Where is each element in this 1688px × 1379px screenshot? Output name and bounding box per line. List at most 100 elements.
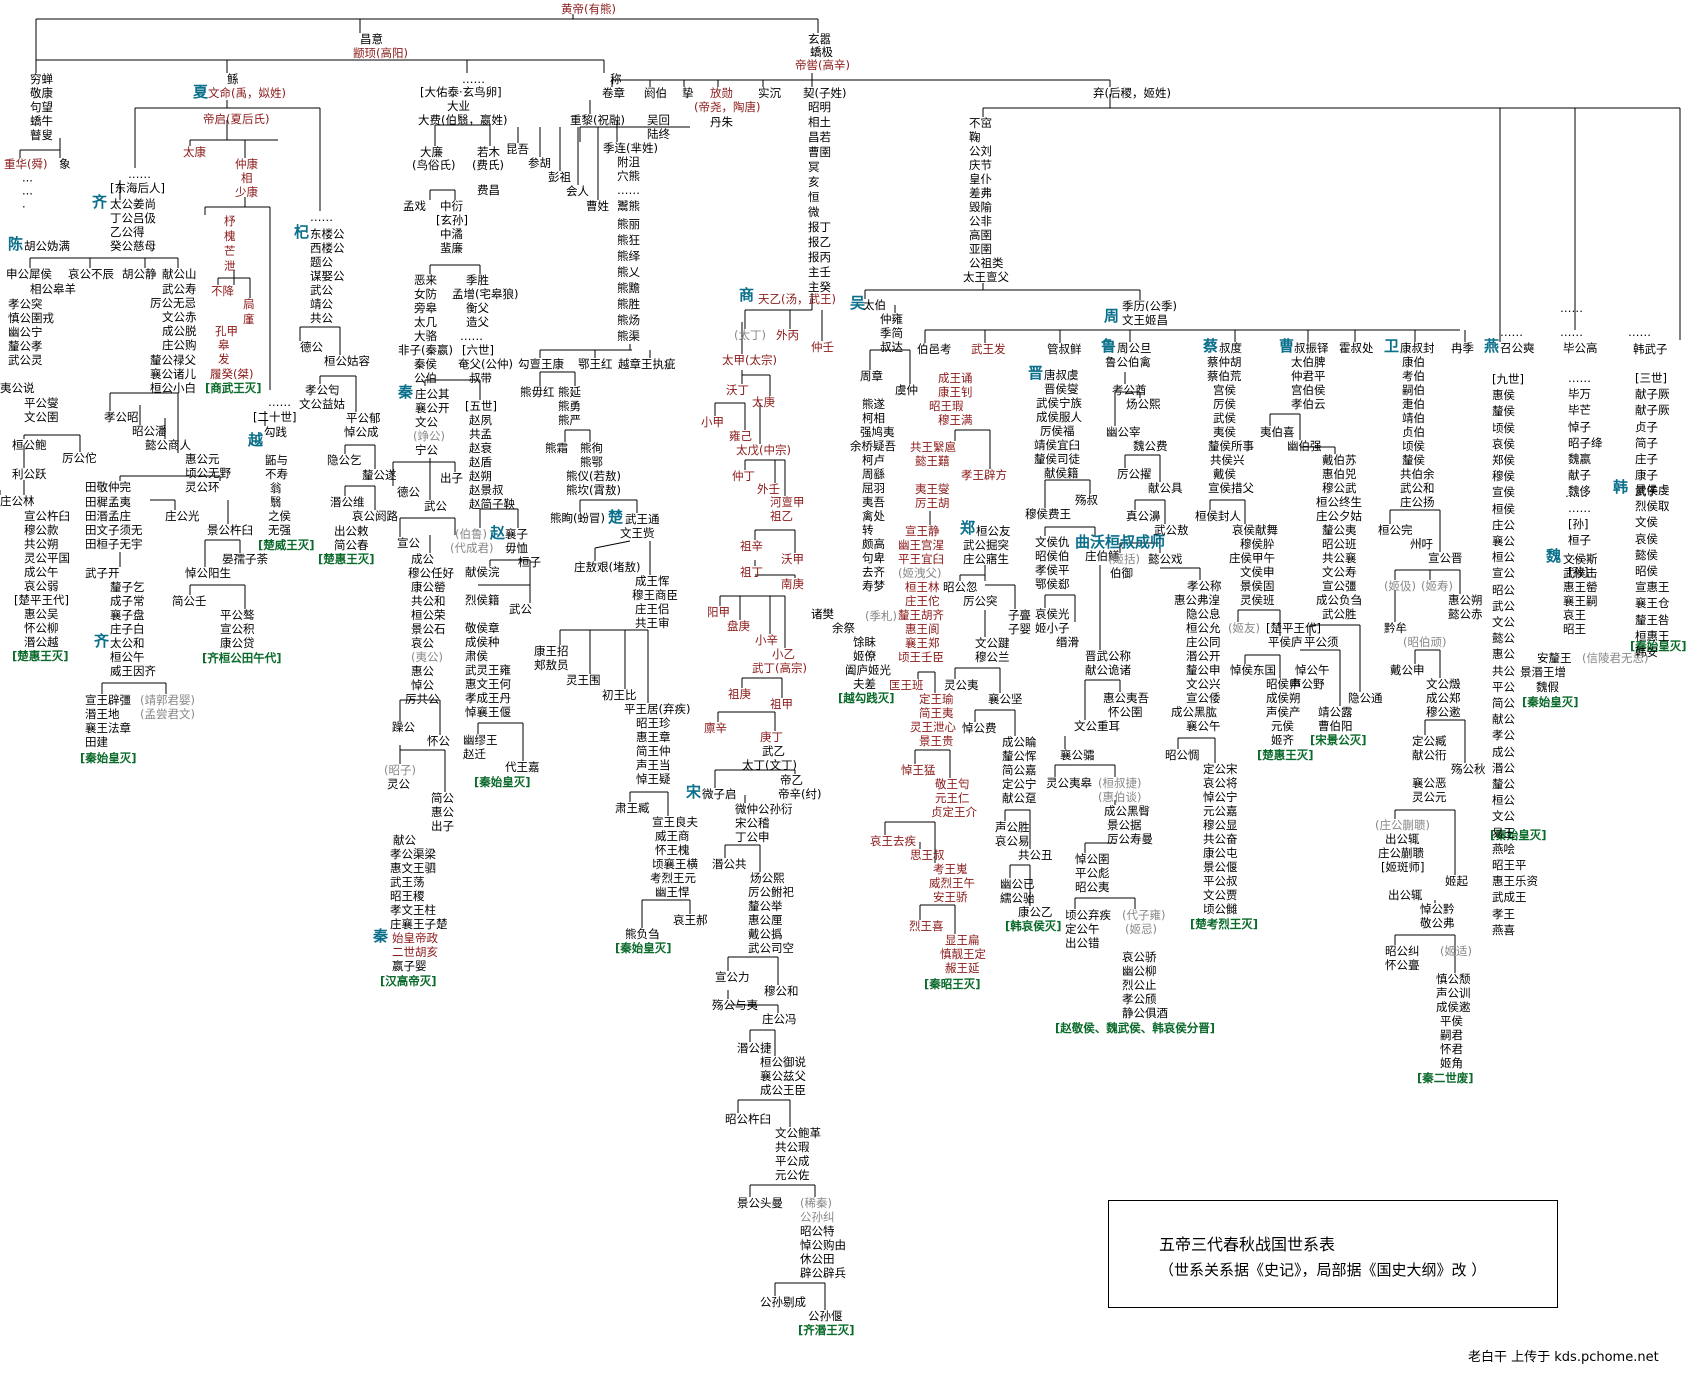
person-node: 穆王商臣 bbox=[632, 588, 678, 602]
person-node: 出公辄 bbox=[1385, 832, 1420, 846]
person-node: 桓公友 bbox=[976, 524, 1011, 538]
person-node: 夷公说 bbox=[0, 381, 35, 395]
person-node: 宣公 bbox=[1492, 566, 1515, 581]
person-node: 釐公 bbox=[1492, 777, 1515, 791]
person-node: 廑 bbox=[243, 312, 255, 326]
person-node: 阖庐姬光 bbox=[845, 663, 891, 677]
person-node: 成公黑肱 bbox=[1171, 705, 1217, 719]
person-node: 安釐王 bbox=[1537, 651, 1572, 665]
person-node: 成公 bbox=[411, 552, 434, 566]
person-node: 共公 bbox=[310, 311, 333, 325]
person-node: 襄公午 bbox=[1186, 719, 1221, 733]
person-node: [五世] bbox=[465, 399, 497, 413]
person-node: 成公王臣 bbox=[760, 1083, 806, 1097]
person-node: 余祭 bbox=[832, 621, 855, 635]
person-node: 献公 bbox=[1492, 712, 1515, 727]
person-node: 费昌 bbox=[477, 183, 500, 197]
person-node: 叔带 bbox=[469, 371, 492, 385]
person-node: 献公山 bbox=[162, 267, 197, 281]
person-node: 昭公忽 bbox=[943, 580, 978, 594]
person-node: 平侯 bbox=[1440, 1014, 1463, 1028]
person-node: 简公嘉 bbox=[1002, 763, 1037, 777]
person-node: (帝尧，陶唐) bbox=[694, 100, 761, 114]
person-node: 魏假 bbox=[1536, 680, 1559, 694]
person-node: 熊黵 bbox=[617, 281, 640, 295]
person-node: 哀王郝 bbox=[673, 913, 708, 927]
person-node: 灵公夷皋 bbox=[1046, 776, 1092, 790]
person-node: 声公胜 bbox=[995, 820, 1030, 834]
person-node: 熊毋红 bbox=[520, 385, 555, 399]
person-node: 成侯遬 bbox=[1436, 1000, 1471, 1014]
person-node: 幽公宁 bbox=[8, 325, 43, 339]
person-node: 釐公夷 bbox=[1322, 523, 1357, 537]
person-node: 宣公积 bbox=[220, 622, 255, 636]
person-node: [东海后人] bbox=[110, 181, 165, 195]
person-node: 芒 bbox=[224, 244, 236, 258]
person-node: 湣公共 bbox=[712, 857, 747, 871]
person-node: 怀公 bbox=[427, 734, 450, 748]
person-node: 顷王壬臣 bbox=[898, 650, 944, 664]
person-node: 厉公擢 bbox=[1117, 467, 1152, 481]
person-node: (桓叔捷) bbox=[1098, 776, 1142, 790]
person-node: [孙] bbox=[1568, 565, 1589, 580]
person-node: 景公头曼 bbox=[737, 1196, 783, 1210]
person-node: 子亹 bbox=[1008, 608, 1031, 622]
person-node: 成侯种 bbox=[465, 635, 500, 649]
person-node: 釐子乞 bbox=[110, 580, 145, 594]
person-node: 戴公申 bbox=[1390, 663, 1425, 677]
person-node: 皋 bbox=[218, 338, 230, 352]
person-node: 太伯 bbox=[863, 298, 886, 312]
person-node: 鄂王红 bbox=[578, 357, 613, 371]
person-node: 共公丑 bbox=[1018, 848, 1053, 862]
person-node: 周公旦 bbox=[1117, 341, 1152, 355]
person-node: [玄孙] bbox=[436, 213, 468, 227]
extinction-note: [汉高帝灭] bbox=[380, 974, 437, 988]
person-node: 熊延 bbox=[558, 385, 581, 399]
person-node: 恒 bbox=[808, 190, 820, 204]
person-node: 季胜 bbox=[466, 273, 489, 287]
person-node: 文公圉 bbox=[24, 410, 59, 424]
person-node: 襄公骦 bbox=[1060, 748, 1095, 762]
person-node: 赵衰 bbox=[469, 441, 492, 455]
person-node: 文命(禹，姒姓) bbox=[208, 86, 286, 100]
person-node: 顷襄王横 bbox=[652, 857, 698, 871]
person-node: 毕芒 bbox=[1568, 403, 1591, 418]
person-node: 惠侯 bbox=[1492, 388, 1515, 403]
person-node: 成公郑 bbox=[1426, 691, 1461, 705]
person-node: 缗滑 bbox=[1056, 635, 1079, 649]
person-node: 宣公杵臼 bbox=[24, 509, 70, 523]
extinction-note: [齐桓公田午代] bbox=[202, 651, 282, 665]
person-node: 卷章 bbox=[602, 86, 625, 100]
person-node: 熊霜 bbox=[545, 441, 568, 455]
person-node: 嬴子婴 bbox=[392, 959, 427, 973]
person-node: 康叔封 bbox=[1400, 341, 1435, 355]
person-node: 鬻熊 bbox=[617, 199, 640, 213]
extinction-note: [商武王灭] bbox=[205, 381, 262, 395]
person-node: 繻公骀 bbox=[1000, 891, 1035, 905]
person-node: 胡公静 bbox=[122, 267, 157, 281]
person-node: 熊徇 bbox=[580, 441, 603, 455]
person-node: 州吁 bbox=[1410, 537, 1433, 551]
person-node: …… bbox=[1568, 371, 1591, 385]
person-node: 熊仪(若敖) bbox=[566, 469, 621, 483]
person-node: 惠伯兕 bbox=[1322, 467, 1357, 481]
person-node: 襄公坚 bbox=[988, 692, 1023, 706]
person-node: 武灵王雍 bbox=[465, 663, 511, 677]
person-node: 中衍 bbox=[440, 199, 463, 213]
person-node: 平公成 bbox=[775, 1154, 810, 1168]
person-node: (孟尝君文) bbox=[140, 707, 195, 721]
person-node: 不窋 bbox=[969, 116, 992, 130]
person-node: 姬小子 bbox=[1035, 621, 1070, 635]
person-node: 昭明 bbox=[808, 100, 831, 114]
person-node: (代成君) bbox=[450, 541, 494, 555]
person-node: 文公重耳 bbox=[1074, 719, 1120, 733]
person-node: 庄侯甲午 bbox=[1229, 551, 1275, 565]
person-node: 颇高 bbox=[862, 537, 885, 551]
person-node: 共王繄扈 bbox=[910, 440, 956, 454]
state-label: 陈 bbox=[8, 235, 24, 253]
person-node: 昌若 bbox=[808, 130, 831, 144]
person-node: 殇公与夷 bbox=[712, 998, 758, 1012]
person-node: 文公 bbox=[1492, 615, 1515, 629]
person-node: 厉公寿曼 bbox=[1107, 832, 1153, 846]
person-node: 孝文王柱 bbox=[390, 903, 436, 917]
